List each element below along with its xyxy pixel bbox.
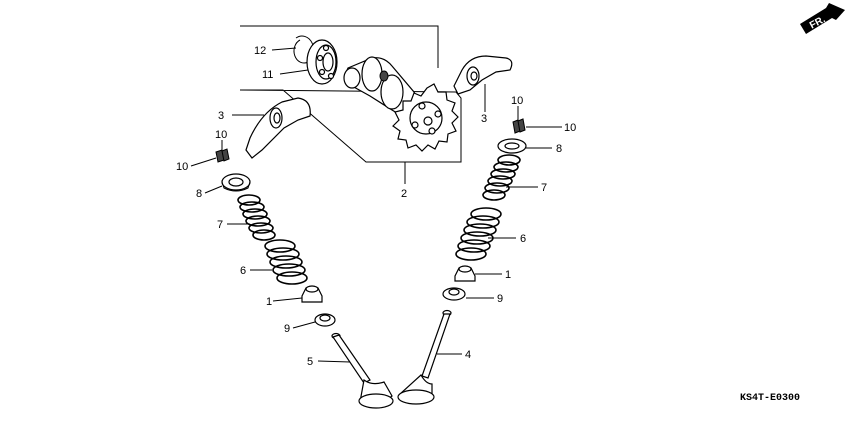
callout-11: 11 bbox=[262, 69, 273, 81]
callout-10-left: 10 bbox=[176, 161, 188, 173]
leader-lines bbox=[190, 47, 562, 363]
callout-3-left: 3 bbox=[218, 110, 224, 122]
callout-12: 12 bbox=[254, 45, 266, 57]
inner-valve-spring-right-part-7 bbox=[482, 154, 521, 201]
drawing-code: KS4T-E0300 bbox=[740, 393, 800, 404]
spring-retainer-right-part-8 bbox=[497, 138, 527, 154]
callout-3-right: 3 bbox=[481, 113, 487, 125]
callout-10-left-top: 10 bbox=[215, 129, 227, 141]
callout-9-left: 9 bbox=[284, 323, 290, 335]
bearing-part-11 bbox=[306, 39, 338, 85]
callout-8-right: 8 bbox=[556, 143, 562, 155]
outer-valve-spring-left-part-6 bbox=[264, 239, 308, 285]
exhaust-valve-part-5 bbox=[331, 332, 394, 409]
callout-10-right-top: 10 bbox=[511, 95, 523, 107]
callout-1-right: 1 bbox=[505, 269, 511, 281]
spring-retainer-left-part-8 bbox=[221, 173, 251, 192]
callout-7-right: 7 bbox=[541, 182, 547, 194]
callout-1-left: 1 bbox=[266, 296, 272, 308]
callout-4: 4 bbox=[465, 349, 471, 361]
inner-valve-spring-left-part-7 bbox=[237, 194, 276, 241]
valve-cotters-left-part-10 bbox=[215, 148, 230, 163]
outer-valve-spring-right-part-6 bbox=[455, 207, 502, 261]
valve-cotters-right-part-10 bbox=[512, 118, 526, 134]
callout-10-right: 10 bbox=[564, 122, 576, 134]
callout-6-left: 6 bbox=[240, 265, 246, 277]
callout-6-right: 6 bbox=[520, 233, 526, 245]
rocker-arm-left-part-3 bbox=[245, 97, 311, 159]
camshaft-part-2 bbox=[343, 56, 421, 117]
callout-7-left: 7 bbox=[217, 219, 223, 231]
spring-seat-right-part-9 bbox=[442, 287, 466, 301]
cam-sprocket bbox=[392, 83, 459, 152]
stem-seal-left-part-1 bbox=[301, 285, 323, 303]
front-direction-arrow: FR. bbox=[800, 3, 845, 34]
callout-8-left: 8 bbox=[196, 188, 202, 200]
rocker-arm-right-part-3 bbox=[453, 55, 513, 95]
camshaft-group-outline bbox=[239, 25, 462, 163]
stem-seal-right-part-1 bbox=[454, 265, 476, 282]
callout-9-right: 9 bbox=[497, 293, 503, 305]
callout-2: 2 bbox=[401, 188, 407, 200]
intake-valve-part-4 bbox=[397, 309, 452, 405]
callout-5: 5 bbox=[307, 356, 313, 368]
spring-seat-left-part-9 bbox=[314, 313, 336, 327]
